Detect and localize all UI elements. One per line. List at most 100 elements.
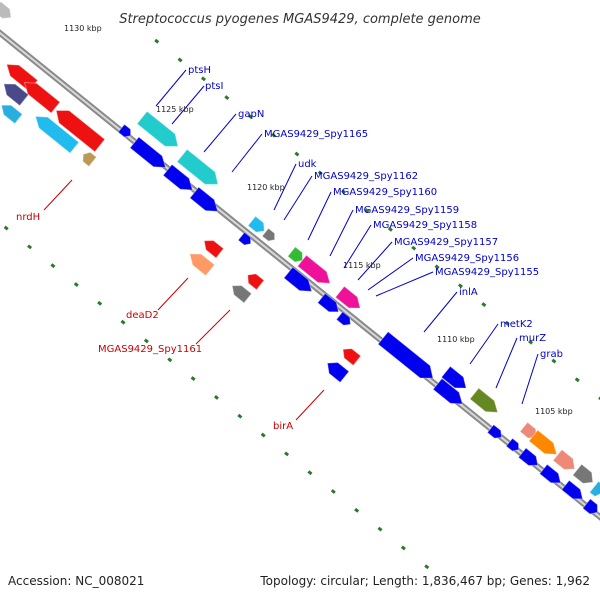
feature-metK2[interactable] [441, 366, 470, 393]
feature-purple-outline [3, 83, 30, 107]
feature-blue-small-1[interactable] [118, 124, 134, 139]
feature-cyan-2[interactable] [31, 111, 79, 154]
feature-blue-5[interactable] [283, 267, 316, 297]
feature-pink-1-outline [296, 254, 331, 284]
gene-label-spy1162[interactable]: MGAS9429_Spy1162 [314, 171, 418, 182]
gene-label-nrdH[interactable]: nrdH [16, 212, 40, 223]
feature-salmon-1[interactable] [520, 422, 540, 441]
feature-orange-deaD2[interactable] [185, 248, 215, 276]
feature-green-1[interactable] [287, 246, 306, 265]
gene-label-birA[interactable]: birA [273, 421, 293, 432]
tick-dot-b [27, 244, 33, 250]
feature-blue-11[interactable] [518, 448, 541, 470]
tick-dot-a [481, 302, 487, 308]
feature-salmon-2[interactable] [553, 449, 579, 475]
feature-blue-9[interactable] [487, 424, 504, 442]
leader-nrdH [43, 179, 73, 211]
tick-dot-b [50, 263, 56, 269]
gene-label-ptsI[interactable]: ptsI [205, 81, 223, 92]
gene-label-spy1159[interactable]: MGAS9429_Spy1159 [355, 205, 459, 216]
topology-text: Topology: circular; Length: 1,836,467 bp… [260, 574, 590, 588]
gene-label-udk[interactable]: udk [298, 159, 317, 170]
feature-grab[interactable] [528, 430, 561, 460]
gene-label-murZ[interactable]: murZ [519, 333, 546, 344]
feature-red-deaD2[interactable] [200, 236, 224, 258]
gene-label-gapN[interactable]: gapN [238, 109, 264, 120]
tick-dot-b [400, 545, 406, 551]
feature-tan[interactable] [80, 150, 97, 167]
gene-label-spy1165[interactable]: MGAS9429_Spy1165 [264, 129, 368, 140]
feature-blue-1[interactable] [130, 137, 170, 173]
feature-grey-1[interactable] [262, 228, 278, 243]
feature-cyan-3-outline [589, 480, 600, 497]
feature-grey-2-outline [231, 284, 253, 304]
feature-udk-outline [247, 215, 265, 233]
feature-murZ[interactable] [469, 388, 502, 418]
tick-dots [3, 38, 600, 570]
feature-cyan-1[interactable] [0, 100, 23, 124]
tick-dot-b [143, 338, 149, 344]
feature-blue-12[interactable] [539, 464, 565, 487]
feature-inlA[interactable] [378, 331, 438, 385]
gene-label-inlA[interactable]: inlA [459, 287, 478, 298]
feature-ptsI[interactable] [177, 149, 223, 190]
feature-red-3[interactable] [51, 104, 105, 152]
tick-dot-a [154, 38, 160, 44]
feature-blue-birA[interactable] [323, 358, 349, 383]
tick-dot-a [247, 113, 253, 119]
feature-blue-10-outline [505, 437, 520, 452]
feature-blue-8[interactable] [433, 378, 467, 410]
feature-red-2[interactable] [20, 77, 60, 113]
feature-ptsH[interactable] [137, 111, 183, 152]
gene-label-spy1156[interactable]: MGAS9429_Spy1156 [415, 253, 519, 264]
feature-red-birA[interactable] [339, 345, 361, 366]
gene-features [0, 0, 600, 517]
tick-dot-b [213, 394, 219, 400]
feature-blue-7[interactable] [336, 311, 353, 329]
gene-label-spy1160[interactable]: MGAS9429_Spy1160 [333, 187, 437, 198]
tick-dot-b [377, 526, 383, 532]
feature-grey-3[interactable] [572, 464, 597, 487]
leader-murZ [495, 337, 518, 389]
feature-blue-3[interactable] [189, 187, 222, 217]
label-leaders [43, 69, 539, 421]
gene-label-spy1161[interactable]: MGAS9429_Spy1161 [98, 344, 202, 355]
feature-purple[interactable] [0, 78, 29, 106]
leader-inlA [423, 291, 458, 333]
gene-label-grab[interactable]: grab [540, 349, 563, 360]
tick-dot-b [237, 413, 243, 419]
feature-blue-14[interactable] [582, 498, 600, 517]
feature-blue-10[interactable] [506, 438, 522, 453]
feature-pink-1[interactable] [297, 255, 335, 288]
feature-grey-top[interactable] [0, 1, 15, 23]
leader-spy1160 [307, 191, 332, 241]
leader-ptsI [171, 85, 205, 125]
feature-blue-2[interactable] [163, 164, 197, 196]
scale-tick-1115: 1115 kbp [343, 261, 381, 270]
feature-cyan-3[interactable] [589, 481, 600, 498]
feature-blue-4-outline [237, 231, 252, 246]
feature-grey-2[interactable] [228, 281, 252, 303]
feature-pink-2-outline [334, 285, 361, 309]
gene-label-spy1158[interactable]: MGAS9429_Spy1158 [373, 220, 477, 231]
feature-blue-3-outline [189, 186, 219, 212]
gene-label-spy1157[interactable]: MGAS9429_Spy1157 [394, 237, 498, 248]
feature-blue-1-outline [129, 136, 167, 169]
gene-label-ptsH[interactable]: ptsH [188, 65, 211, 76]
tick-dot-a [387, 226, 393, 232]
feature-blue-13[interactable] [561, 480, 587, 503]
feature-red-4[interactable] [244, 270, 264, 290]
gene-label-metK2[interactable]: metK2 [500, 319, 533, 330]
leader-deaD2 [157, 277, 189, 311]
feature-udk[interactable] [248, 216, 268, 235]
feature-blue-4[interactable] [238, 232, 254, 247]
leader-spy1156 [367, 257, 414, 291]
feature-salmon-2-outline [552, 448, 576, 471]
tick-dot-a [411, 245, 417, 251]
gene-label-deaD2[interactable]: deaD2 [126, 310, 159, 321]
gene-label-spy1155[interactable]: MGAS9429_Spy1155 [435, 267, 539, 278]
tick-dot-a [457, 283, 463, 289]
feature-pink-2[interactable] [335, 286, 364, 313]
feature-blue-6[interactable] [317, 293, 343, 316]
